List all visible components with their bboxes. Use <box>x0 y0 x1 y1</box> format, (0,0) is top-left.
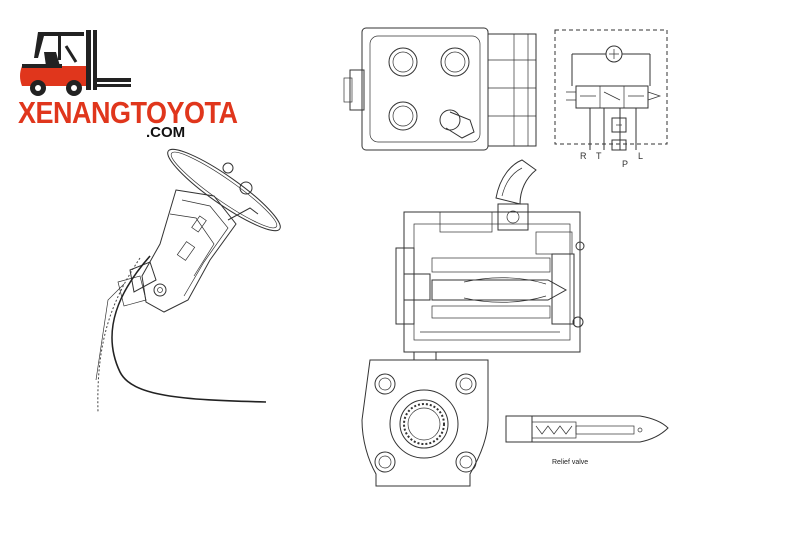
orbitrol-top-view-drawing <box>343 27 537 151</box>
port-label-t: T <box>596 151 602 161</box>
brand-domain: .COM <box>146 124 186 141</box>
relief-valve-label: Relief valve <box>552 459 589 466</box>
port-label-p: P <box>622 159 629 169</box>
spline-face-drawing <box>361 359 489 487</box>
port-label-r: R <box>580 151 587 161</box>
port-label-l: L <box>638 151 644 161</box>
brand-name: XENANGTOYOTA <box>18 96 238 130</box>
cross-section-drawing <box>395 159 585 361</box>
forklift-logo-icon <box>20 30 131 96</box>
relief-valve-drawing <box>505 415 669 443</box>
steering-column-drawing <box>95 148 281 413</box>
hydraulic-schematic-drawing <box>554 29 668 151</box>
